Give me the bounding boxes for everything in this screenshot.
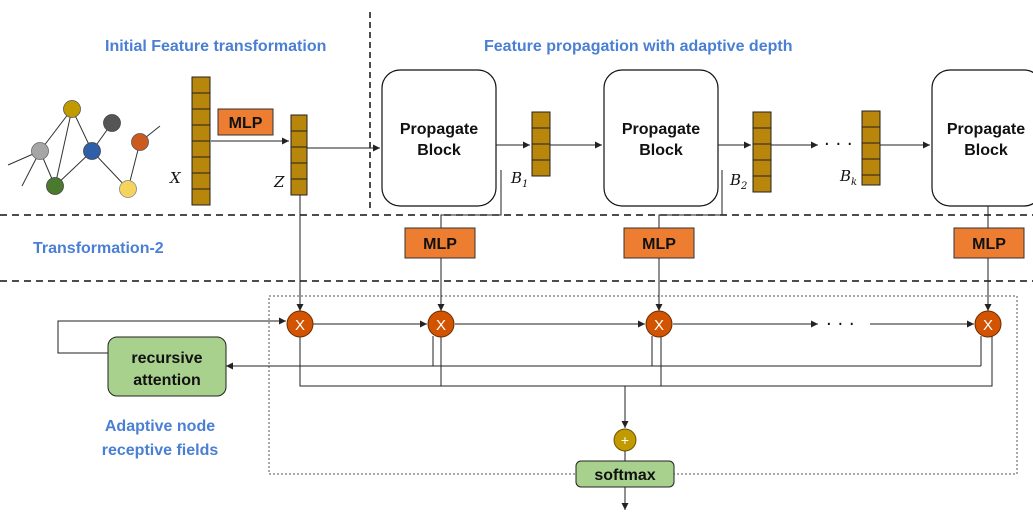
mlp-box-2	[623, 227, 695, 259]
mlp-label: MLP	[972, 236, 1006, 253]
title-feature-propagation: Feature propagation with adaptive depth	[484, 38, 792, 55]
label-bk: Bk	[839, 167, 857, 188]
propagate-block-1	[381, 69, 497, 207]
graph-node	[119, 180, 137, 198]
graph-node	[83, 142, 101, 160]
graph-node	[131, 133, 149, 151]
propagate-block-label: Block	[417, 142, 461, 159]
graph-node	[103, 114, 121, 132]
feature-matrix-x	[191, 76, 211, 206]
label-x: X	[169, 169, 182, 187]
attention-region	[268, 295, 1018, 475]
adaptive-fields-line2: receptive fields	[102, 442, 219, 459]
multiply-symbol: X	[654, 317, 664, 334]
ellipsis-top: · · ·	[824, 134, 853, 155]
propagate-block-label: Propagate	[947, 121, 1025, 138]
mlp-box-k	[953, 227, 1025, 259]
multiply-node-1	[427, 310, 455, 338]
adaptive-fields-line1: Adaptive node	[105, 418, 215, 435]
graph-node	[63, 100, 81, 118]
mlp-box-1	[404, 227, 476, 259]
label-b1: B1	[510, 169, 528, 190]
title-transformation-2: Transformation-2	[33, 240, 164, 257]
ellipsis-bottom: · · ·	[826, 314, 855, 335]
propagate-block-label: Block	[964, 142, 1008, 159]
connector-b2-mlp	[658, 170, 723, 228]
feature-matrix-z	[290, 114, 308, 196]
propagate-block-2	[603, 69, 719, 207]
propagate-block-label: Block	[639, 142, 683, 159]
mlp-label: MLP	[229, 115, 263, 132]
connector-b1-mlp	[440, 170, 502, 228]
recursive-attention-label: recursive	[131, 350, 202, 367]
propagate-block-label: Propagate	[622, 121, 700, 138]
propagate-block-k	[931, 69, 1033, 207]
mlp-label: MLP	[423, 236, 457, 253]
multiply-symbol: X	[983, 317, 993, 334]
recursive-attention-label: attention	[133, 372, 201, 389]
multiply-node-0	[286, 310, 314, 338]
mlp-label: MLP	[642, 236, 676, 253]
feature-matrix-b1	[531, 111, 551, 177]
mlp-box-initial	[217, 108, 274, 136]
feature-matrix-bk	[861, 110, 881, 186]
feature-matrix-b2	[752, 111, 772, 193]
title-initial-transformation: Initial Feature transformation	[105, 38, 326, 55]
multiply-symbol: X	[295, 317, 305, 334]
softmax-label: softmax	[594, 467, 655, 484]
graph-node	[31, 142, 49, 160]
graph-node	[46, 177, 64, 195]
multiply-symbol: X	[436, 317, 446, 334]
propagate-block-label: Propagate	[400, 121, 478, 138]
multiply-node-2	[645, 310, 673, 338]
input-graph	[7, 100, 161, 198]
plus-symbol: +	[621, 432, 629, 448]
label-z: Z	[273, 173, 285, 191]
sum-collector	[299, 336, 993, 387]
recursive-attention-box	[107, 336, 227, 397]
label-b2: B2	[729, 171, 747, 192]
multiply-node-k	[974, 310, 1002, 338]
